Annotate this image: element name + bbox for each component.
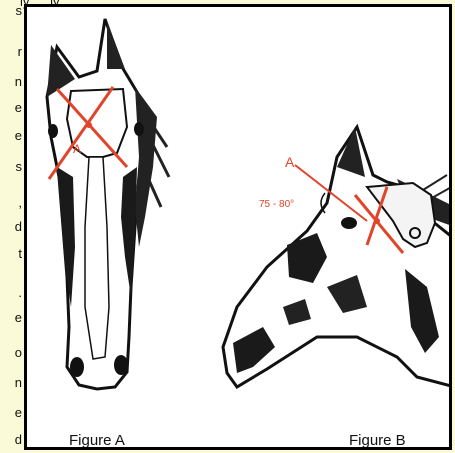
horse-diagram: A A xyxy=(27,7,452,450)
angle-label: 75 - 80° xyxy=(259,199,294,210)
text-fragment: . xyxy=(18,286,22,299)
text-fragment: s xyxy=(16,4,23,17)
right-ear xyxy=(107,21,125,69)
figure-a-horse-front: A xyxy=(47,19,169,389)
side-eye xyxy=(341,217,357,229)
text-fragment: n xyxy=(15,376,22,389)
left-text-column: s r n e e s , d t . e o n e d xyxy=(0,0,24,453)
text-fragment: , xyxy=(18,196,22,209)
nostril-right xyxy=(114,355,128,375)
figure-b-horse-side: A 75 - 80° xyxy=(223,127,452,387)
eye-right xyxy=(134,122,144,136)
marker-point xyxy=(86,122,92,128)
figure-a-caption: Figure A xyxy=(69,432,125,449)
text-fragment: d xyxy=(15,220,22,233)
text-fragment: n xyxy=(15,75,22,88)
mane xyxy=(135,87,157,247)
text-fragment: e xyxy=(15,406,22,419)
figure-b-caption: Figure B xyxy=(349,432,406,449)
text-fragment: t xyxy=(18,247,22,260)
eye-left xyxy=(48,124,58,138)
nostril-left xyxy=(70,357,84,377)
text-fragment: e xyxy=(15,101,22,114)
text-fragment: d xyxy=(15,433,22,446)
text-fragment: s xyxy=(16,160,23,173)
text-fragment: e xyxy=(15,311,22,324)
figure-a-marker-label: A xyxy=(73,142,81,156)
text-fragment: r xyxy=(18,45,22,58)
text-fragment: o xyxy=(15,346,22,359)
figure-b-marker-label: A xyxy=(285,154,295,170)
marker-point xyxy=(374,218,380,224)
illustration-frame: A A xyxy=(24,4,452,450)
text-fragment: e xyxy=(15,129,22,142)
nose-stripe xyxy=(85,157,109,359)
